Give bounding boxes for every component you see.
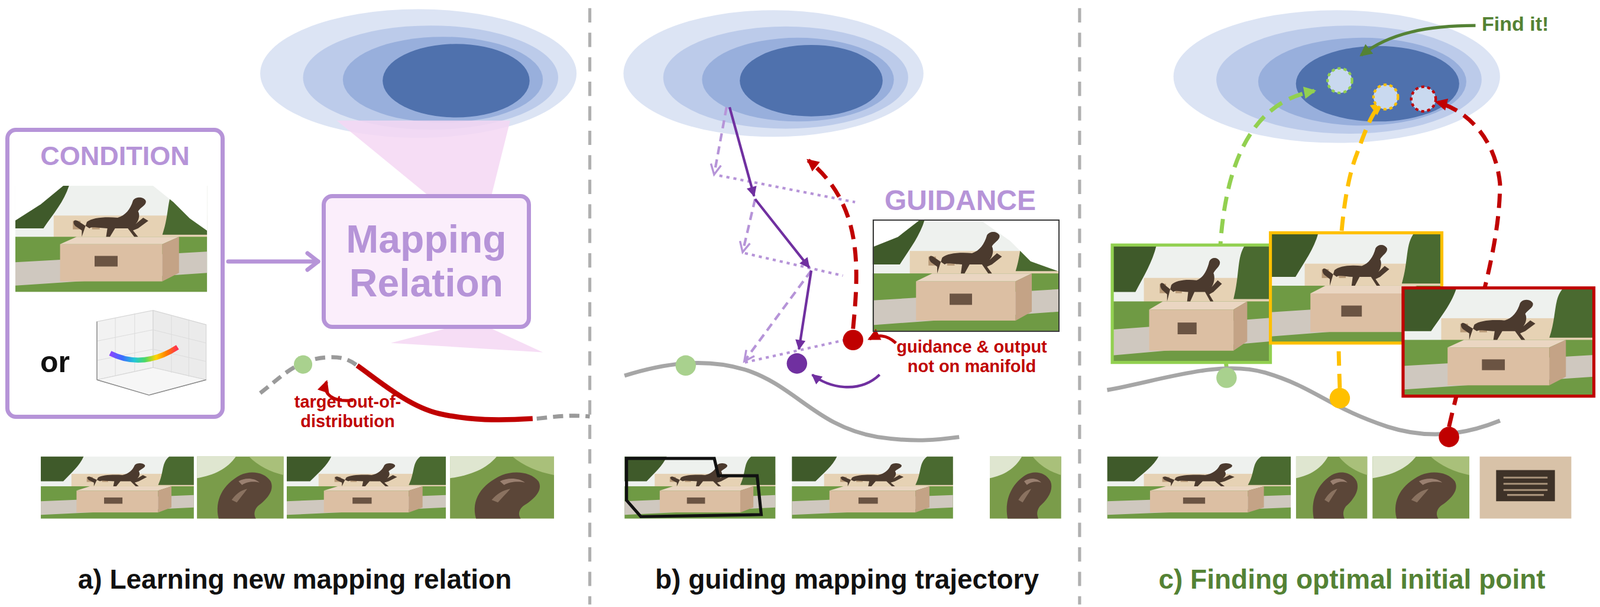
guidance-photo — [872, 219, 921, 248]
generated-views — [1403, 287, 1595, 397]
subcaption: a) Learning new mapping relation — [0, 563, 590, 595]
distribution-ellipses — [1216, 25, 1482, 134]
data-manifold — [675, 355, 696, 377]
data-manifold — [293, 355, 313, 374]
annotation: guidance & output not on manifold — [883, 337, 1060, 377]
data-manifold — [812, 374, 880, 387]
generated-views — [1112, 244, 1271, 362]
callout-arrow — [1361, 25, 1476, 55]
node-heading: GUIDANCE — [884, 186, 1036, 215]
sample-images-a — [286, 455, 446, 518]
guidance-photo — [872, 219, 1060, 332]
condition-photo — [153, 185, 207, 231]
node-heading: CONDITION — [9, 142, 221, 170]
distribution-ellipses — [739, 44, 883, 117]
node-label: Mapping Relation — [325, 217, 527, 306]
generated-views — [1112, 232, 1595, 396]
sample-images-a — [449, 455, 555, 518]
condition-photo — [15, 185, 207, 292]
distribution-ellipses — [260, 9, 577, 138]
callout-text: Find it! — [1481, 12, 1585, 36]
data-manifold — [536, 415, 591, 419]
guided-trajectory — [714, 107, 857, 362]
data-manifold — [1438, 426, 1460, 448]
guidance-photo — [979, 219, 1060, 272]
sample-images-b — [989, 455, 1062, 518]
guidance-photo — [872, 219, 1060, 332]
plot-3d — [96, 310, 207, 395]
data-manifold — [842, 329, 864, 351]
plot-3d — [96, 313, 207, 377]
subcaption: b) guiding mapping trajectory — [604, 563, 1090, 595]
distribution-ellipses — [1258, 37, 1467, 126]
guided-trajectory — [745, 270, 812, 361]
distribution-ellipses — [663, 26, 909, 129]
data-manifold — [869, 335, 896, 343]
separator-line — [588, 8, 592, 605]
sample-images-c — [1372, 455, 1470, 518]
sample-images-a — [40, 455, 194, 518]
sample-images-b — [791, 455, 954, 518]
plot-3d — [96, 367, 207, 395]
distribution-ellipses — [382, 43, 530, 118]
distribution-ellipses — [342, 36, 543, 123]
candidate-points — [1411, 86, 1436, 112]
separator-line — [1077, 8, 1081, 605]
annotation: target out-of-distribution — [250, 392, 446, 432]
guided-trajectory — [714, 107, 727, 174]
data-manifold — [1216, 367, 1237, 388]
distribution-ellipses — [303, 25, 559, 130]
mapping-box: Mapping Relation — [321, 193, 531, 329]
sample-images-c — [1106, 455, 1291, 518]
sample-images-c — [1479, 455, 1572, 518]
generated-views — [1403, 287, 1595, 397]
guided-trajectory — [742, 199, 756, 252]
figure-art — [15, 8, 1595, 605]
sample-images-a — [196, 455, 284, 518]
guided-trajectory — [719, 175, 856, 363]
guidance-box: GUIDANCE — [872, 219, 1060, 332]
distribution-ellipses — [623, 10, 923, 137]
data-manifold — [786, 352, 808, 374]
guided-trajectory — [755, 199, 809, 268]
distribution-ellipses — [1173, 10, 1501, 143]
candidate-points — [1373, 84, 1398, 109]
subcaption: c) Finding optimal initial point — [1099, 563, 1600, 595]
sample-images-a — [40, 455, 555, 518]
condition-photo — [15, 185, 64, 221]
data-manifold — [1329, 387, 1351, 409]
sample-images-c — [1106, 455, 1572, 518]
plot-3d — [96, 321, 207, 395]
plot-3d — [109, 347, 178, 361]
flow-arrow — [228, 259, 319, 264]
sample-images-b — [624, 455, 776, 518]
node-text: or — [40, 347, 70, 377]
sample-images-c — [1296, 455, 1368, 518]
guided-trajectory — [808, 160, 857, 329]
condition-box: CONDITION or — [5, 127, 225, 419]
sample-images-b — [626, 458, 762, 517]
sample-images-b — [624, 455, 1062, 518]
distribution-ellipses — [1173, 10, 1501, 143]
candidate-points — [1327, 68, 1436, 112]
guided-trajectory — [798, 270, 812, 349]
distribution-ellipses — [623, 10, 923, 137]
generated-views — [1112, 244, 1271, 362]
distribution-ellipses — [1296, 46, 1460, 122]
panel-separators — [589, 8, 1080, 605]
guided-trajectory — [729, 107, 754, 196]
candidate-points — [1327, 68, 1352, 93]
distribution-ellipses — [260, 9, 577, 138]
condition-photo — [15, 185, 207, 292]
